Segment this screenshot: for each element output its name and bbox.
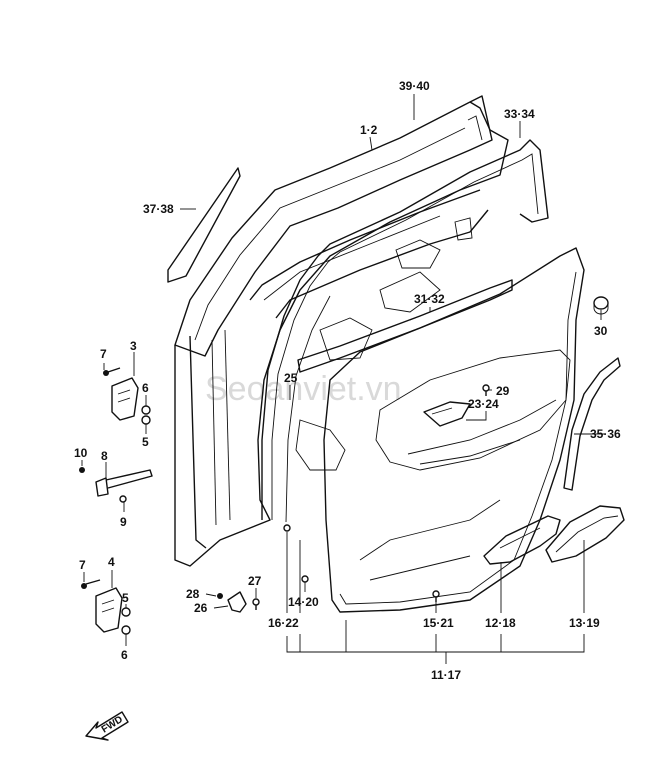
callout-7-upper[interactable]: 7 xyxy=(100,347,107,361)
callout-15-21[interactable]: 15·21 xyxy=(423,616,454,630)
callout-26[interactable]: 26 xyxy=(194,601,208,615)
callout-6-upper[interactable]: 6 xyxy=(142,381,149,395)
callout-27[interactable]: 27 xyxy=(248,574,262,588)
bolt-10 xyxy=(79,467,85,473)
bolt-7-upper xyxy=(103,367,121,376)
blackout-tape xyxy=(167,167,241,283)
washer-5-upper xyxy=(141,415,151,425)
callout-31-32[interactable]: 31·32 xyxy=(414,292,445,306)
callout-8[interactable]: 8 xyxy=(101,449,108,463)
callout-14-20[interactable]: 14·20 xyxy=(288,595,319,609)
callout-9[interactable]: 9 xyxy=(120,515,127,529)
callout-30[interactable]: 30 xyxy=(594,324,608,338)
watermark-text: Seoanviet.vn xyxy=(205,370,402,408)
callout-13-19[interactable]: 13·19 xyxy=(569,616,600,630)
callout-39-40[interactable]: 39·40 xyxy=(399,79,430,93)
callout-7-lower[interactable]: 7 xyxy=(79,558,86,572)
door-trim-panel xyxy=(323,247,585,613)
clip-16-22 xyxy=(283,524,291,532)
door-garnish-strip xyxy=(563,357,621,491)
callout-28[interactable]: 28 xyxy=(186,587,200,601)
callout-5-upper[interactable]: 5 xyxy=(142,435,149,449)
clip-28 xyxy=(217,593,223,599)
callout-11-17[interactable]: 11·17 xyxy=(431,668,461,682)
callout-4[interactable]: 4 xyxy=(108,555,115,569)
callout-10[interactable]: 10 xyxy=(74,446,88,460)
nut-5-lower xyxy=(121,607,131,617)
leader-lines xyxy=(81,94,604,664)
callout-29[interactable]: 29 xyxy=(496,384,510,398)
callout-1-2[interactable]: 1·2 xyxy=(360,123,378,137)
callout-23-24[interactable]: 23·24 xyxy=(468,397,499,411)
callout-12-18[interactable]: 12·18 xyxy=(485,616,516,630)
callout-labels: 39·40 1·2 33·34 37·38 31·32 30 7 3 6 5 2… xyxy=(74,79,621,682)
lower-hinge xyxy=(95,587,123,633)
callout-6-lower[interactable]: 6 xyxy=(121,648,128,662)
bracket-26 xyxy=(227,591,247,613)
washer-6-lower xyxy=(121,625,131,635)
armrest xyxy=(545,505,625,563)
callout-33-34[interactable]: 33·34 xyxy=(504,107,535,121)
door-glass-run xyxy=(261,139,549,523)
callout-16-22[interactable]: 16·22 xyxy=(268,616,299,630)
nut-6-upper xyxy=(141,405,151,415)
callout-5-lower[interactable]: 5 xyxy=(122,591,129,605)
clip-14-20 xyxy=(301,575,309,583)
bolt-9 xyxy=(119,495,127,503)
callout-37-38[interactable]: 37·38 xyxy=(143,202,174,216)
rear-door-panel xyxy=(174,101,509,567)
clip-29 xyxy=(482,384,490,396)
door-check xyxy=(95,469,153,497)
callout-25[interactable]: 25 xyxy=(284,371,298,385)
callout-3[interactable]: 3 xyxy=(130,339,137,353)
inside-door-handle xyxy=(423,401,471,427)
upper-hinge xyxy=(111,377,139,421)
bolt-7-lower xyxy=(81,579,101,589)
callout-35-36[interactable]: 35·36 xyxy=(590,427,621,441)
power-window-switch-bezel xyxy=(483,515,561,565)
door-opening-weatherstrip xyxy=(174,95,493,357)
forward-direction-arrow[interactable]: FWD xyxy=(85,711,129,741)
screw-27 xyxy=(252,598,260,610)
